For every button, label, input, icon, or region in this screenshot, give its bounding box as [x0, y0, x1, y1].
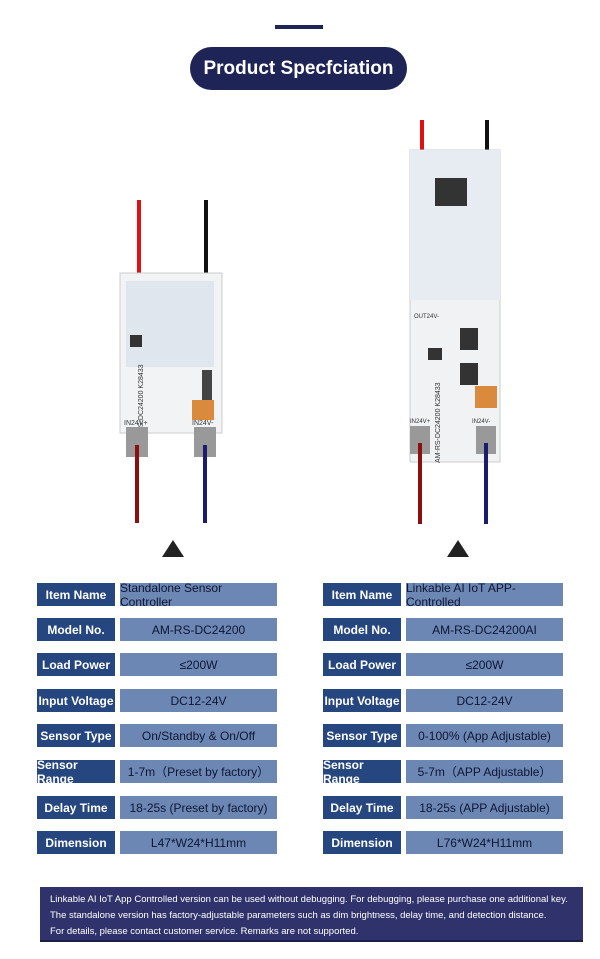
spec-label: Sensor Type — [37, 724, 115, 747]
board-label: AM-RS-DC24200 K28433 — [435, 382, 442, 463]
remark-line: For details, please contact customer ser… — [50, 926, 359, 937]
spec-value: 5-7m（APP Adjustable） — [406, 760, 563, 783]
spec-value: 0-100% (App Adjustable) — [406, 724, 563, 747]
terminal-label: OUT24V- — [414, 314, 439, 320]
spec-value: AM-RS-DC24200AI — [406, 618, 563, 641]
terminal-label: IN24V- — [472, 419, 490, 425]
spec-label: Input Voltage — [37, 689, 115, 712]
spec-label: Sensor Range — [323, 758, 401, 786]
linkable-spec-row: Load Power≤200W — [323, 653, 563, 676]
spec-label: Model No. — [37, 618, 115, 641]
spec-label: Item Name — [37, 583, 115, 606]
standalone-controller-image: AM-RS-DC24200 K28433 IN24V+ IN24V- — [119, 200, 223, 523]
spec-label: Dimension — [37, 831, 115, 854]
spec-value: 18-25s (Preset by factory) — [120, 796, 277, 819]
board-label: AM-RS-DC24200 K28433 — [138, 364, 145, 445]
up-arrow-icon — [162, 540, 184, 557]
linkable-controller-image: OUT24V- AM-RS-DC24200 K28433 IN24V+ IN24… — [409, 120, 501, 524]
remark-line: The standalone version has factory-adjus… — [50, 910, 547, 921]
standalone-spec-row: Model No.AM-RS-DC24200 — [37, 618, 277, 641]
title-accent-bar — [275, 25, 323, 29]
page-title: Product Specfciation — [190, 47, 407, 90]
spec-label: Load Power — [37, 653, 115, 676]
terminal-label: IN24V+ — [124, 420, 148, 427]
spec-value: On/Standby & On/Off — [120, 724, 277, 747]
spec-label: Item Name — [323, 583, 401, 606]
spec-label: Model No. — [323, 618, 401, 641]
spec-value: 1-7m（Preset by factory） — [120, 760, 277, 783]
spec-value: 18-25s (APP Adjustable) — [406, 796, 563, 819]
spec-label: Load Power — [323, 653, 401, 676]
terminal-label: IN24V+ — [410, 419, 431, 425]
spec-label: Input Voltage — [323, 689, 401, 712]
spec-label: Dimension — [323, 831, 401, 854]
spec-value: ≤200W — [120, 653, 277, 676]
spec-value: AM-RS-DC24200 — [120, 618, 277, 641]
spec-label: Delay Time — [37, 796, 115, 819]
spec-label: Sensor Type — [323, 724, 401, 747]
spec-label: Sensor Range — [37, 758, 115, 786]
terminal-label: IN24V- — [192, 420, 214, 427]
linkable-spec-row: Model No.AM-RS-DC24200AI — [323, 618, 563, 641]
standalone-spec-row: Load Power≤200W — [37, 653, 277, 676]
remarks-box: Linkable AI IoT App Controlled version c… — [40, 887, 583, 942]
remark-line: Linkable AI IoT App Controlled version c… — [50, 894, 568, 905]
spec-value: Linkable AI IoT APP-Controlled — [406, 581, 563, 609]
spec-value: DC12-24V — [120, 689, 277, 712]
spec-value: ≤200W — [406, 653, 563, 676]
spec-value: L47*W24*H11mm — [120, 831, 277, 854]
spec-value: DC12-24V — [406, 689, 563, 712]
up-arrow-icon — [447, 540, 469, 557]
spec-label: Delay Time — [323, 796, 401, 819]
spec-value: Standalone Sensor Controller — [120, 581, 277, 609]
spec-value: L76*W24*H11mm — [406, 831, 563, 854]
